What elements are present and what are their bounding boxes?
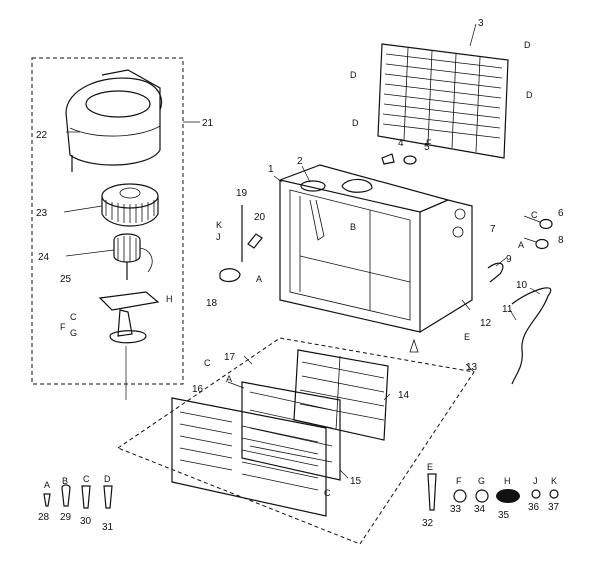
label-18: 18 xyxy=(206,298,218,309)
label-24: 24 xyxy=(38,252,50,263)
label-22: 22 xyxy=(36,130,48,141)
letter-e-hw: E xyxy=(427,462,433,472)
label-12: 12 xyxy=(480,318,492,329)
front-assembly-group xyxy=(116,337,475,545)
letter-e-cabinet: E xyxy=(464,332,470,342)
letter-c-bracket: C xyxy=(70,312,77,322)
motor-bracket xyxy=(98,291,160,344)
label-28: 28 xyxy=(38,512,50,523)
letter-f-cabinet: F xyxy=(426,138,432,148)
letter-g-bracket: G xyxy=(70,328,77,338)
label-14: 14 xyxy=(398,390,410,401)
label-33: 33 xyxy=(450,504,462,515)
label-36: 36 xyxy=(528,502,540,513)
label-23: 23 xyxy=(36,208,48,219)
letter-a-hw: A xyxy=(44,480,50,490)
letter-j-hw: J xyxy=(533,476,538,486)
label-4: 4 xyxy=(398,138,404,149)
letter-h-hw: H xyxy=(504,476,511,486)
label-8: 8 xyxy=(558,235,564,246)
letter-a-side: A xyxy=(256,274,262,284)
cabinet xyxy=(277,164,473,333)
label-20: 20 xyxy=(254,212,266,223)
label-35: 35 xyxy=(498,510,510,521)
letter-a-front: A xyxy=(226,374,232,384)
label-34: 34 xyxy=(474,504,486,515)
label-16: 16 xyxy=(192,384,204,395)
label-37: 37 xyxy=(548,502,560,513)
label-17: 17 xyxy=(224,352,236,363)
label-9: 9 xyxy=(506,254,512,265)
label-31: 31 xyxy=(102,522,114,533)
blower-wheel xyxy=(101,183,159,227)
leader-lines xyxy=(63,23,541,479)
letter-f-hw: F xyxy=(456,476,462,486)
letter-g-hw: G xyxy=(478,476,485,486)
label-6: 6 xyxy=(558,208,564,219)
letter-c-hw: C xyxy=(83,474,90,484)
blower-housing xyxy=(65,69,163,172)
label-3: 3 xyxy=(478,18,484,29)
part-labels: 1 2 3 4 5 6 7 8 9 10 11 12 13 14 15 16 1… xyxy=(36,18,564,533)
blower-motor xyxy=(113,233,153,280)
letter-d-right: D xyxy=(526,90,533,100)
label-2: 2 xyxy=(297,156,303,167)
small-hardware xyxy=(219,153,553,385)
letter-b-hw: B xyxy=(62,476,68,486)
letter-a-right: A xyxy=(518,240,524,250)
hardware-row xyxy=(43,473,559,511)
label-15: 15 xyxy=(350,476,362,487)
letter-b: B xyxy=(350,222,356,232)
letter-d-top: D xyxy=(524,40,531,50)
label-25: 25 xyxy=(60,274,72,285)
label-11: 11 xyxy=(502,304,513,315)
letter-c-front: C xyxy=(204,358,211,368)
letter-k-hw: K xyxy=(551,476,557,486)
grille-panel xyxy=(377,43,509,159)
label-32: 32 xyxy=(422,518,434,529)
letter-c-right: C xyxy=(531,210,538,220)
label-7: 7 xyxy=(490,224,496,235)
label-5: 5 xyxy=(424,142,430,153)
label-21: 21 xyxy=(202,118,214,129)
label-29: 29 xyxy=(60,512,72,523)
label-30: 30 xyxy=(80,516,92,527)
label-10: 10 xyxy=(516,280,528,291)
label-1: 1 xyxy=(268,164,274,175)
letter-h-bracket: H xyxy=(166,294,173,304)
blower-assembly-group xyxy=(31,57,184,400)
label-19: 19 xyxy=(236,188,248,199)
letter-d-hw: D xyxy=(104,474,111,484)
letter-c-filter: C xyxy=(324,488,331,498)
letter-j: J xyxy=(216,232,221,242)
label-13: 13 xyxy=(466,362,478,373)
letter-d-left-top: D xyxy=(350,70,357,80)
letter-k: K xyxy=(216,220,222,230)
letter-f-bracket: F xyxy=(60,322,66,332)
letter-d-left-bottom: D xyxy=(352,118,359,128)
